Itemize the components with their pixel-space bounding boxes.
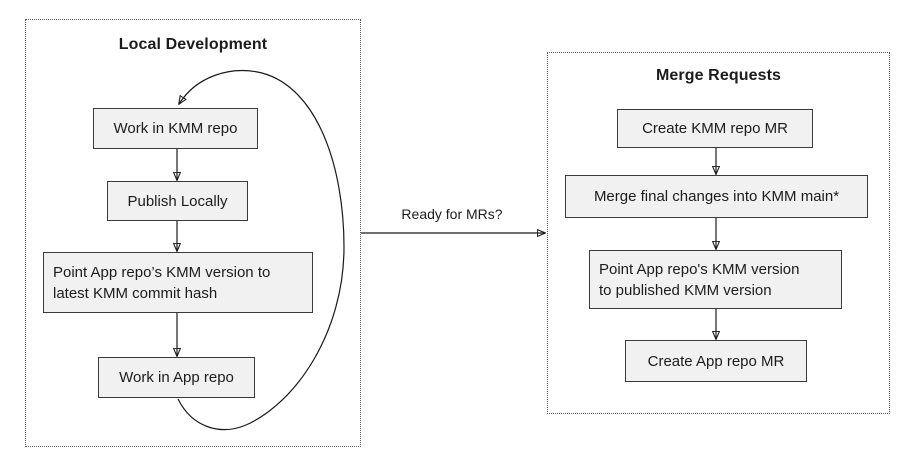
- node-create-kmm-repo-mr: Create KMM repo MR: [617, 109, 813, 148]
- node-label: Publish Locally: [127, 192, 228, 210]
- node-point-app-repo-to-commit-hash: Point App repo’s KMM version to latest K…: [43, 252, 313, 313]
- node-merge-final-changes-into-kmm-main: Merge final changes into KMM main*: [565, 175, 868, 218]
- node-label: Point App repo’s KMM version to: [53, 263, 271, 281]
- node-work-in-app-repo: Work in App repo: [98, 357, 255, 398]
- local-development-title: Local Development: [118, 36, 268, 53]
- node-label: Merge final changes into KMM main*: [593, 188, 840, 205]
- node-create-app-repo-mr: Create App repo MR: [625, 340, 807, 382]
- node-label: Point App repo's KMM version: [599, 260, 800, 278]
- node-label: latest KMM commit hash: [53, 284, 218, 302]
- node-label: Work in KMM repo: [113, 120, 238, 137]
- node-label: Create App repo MR: [647, 352, 785, 370]
- merge-requests-container: [547, 52, 890, 414]
- local-development-container: [25, 19, 361, 447]
- node-point-app-repo-to-published-version: Point App repo's KMM version to publishe…: [589, 250, 842, 309]
- ready-for-mrs-label: Ready for MRs?: [401, 206, 503, 222]
- node-label: Work in App repo: [119, 369, 234, 386]
- merge-requests-title: Merge Requests: [656, 67, 781, 84]
- node-label: Create KMM repo MR: [642, 120, 788, 137]
- node-work-in-kmm-repo: Work in KMM repo: [93, 108, 258, 149]
- node-publish-locally: Publish Locally: [107, 181, 248, 221]
- node-label: to published KMM version: [599, 281, 772, 299]
